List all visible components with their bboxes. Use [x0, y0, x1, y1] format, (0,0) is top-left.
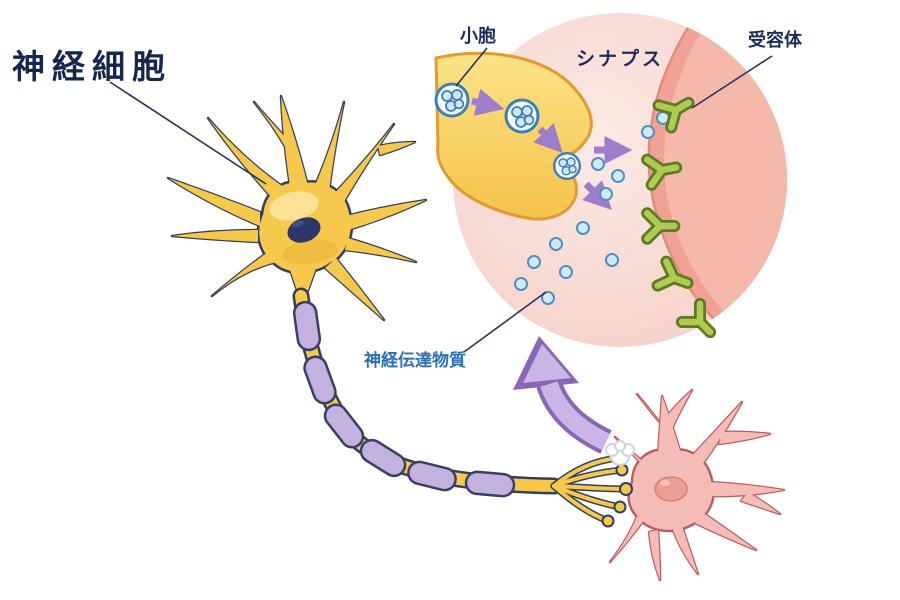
leader-lines: [109, 47, 773, 353]
axon-outline: [292, 287, 563, 495]
myelin-segment: [404, 458, 460, 494]
label-vesicle: 小胞: [460, 26, 496, 46]
myelin-segment: [291, 299, 323, 353]
transport-arrows: [471, 88, 633, 210]
myelin-segment: [319, 399, 369, 453]
transport-arrow: [582, 180, 612, 210]
leader-line-vesicle: [455, 47, 488, 87]
leader-line-receptor: [691, 55, 773, 109]
myelin-segment: [463, 469, 517, 499]
nucleus: [654, 476, 688, 502]
axon-core: [295, 290, 560, 492]
label-synapse: シナプス: [576, 49, 665, 70]
transport-arrow: [533, 123, 563, 154]
label-nerve-cell: 神経細胞: [12, 48, 172, 85]
axon: [291, 287, 563, 499]
myelin-sheath: [291, 299, 517, 499]
vesicle: [504, 98, 540, 134]
leader-line-cell: [109, 81, 267, 185]
transport-arrow: [471, 88, 505, 116]
synaptic-contact: [605, 440, 635, 466]
label-receptor: 受容体: [748, 30, 802, 50]
neurotransmitter-dots: [514, 111, 670, 305]
axon-terminals: [550, 440, 635, 528]
presynaptic-neuron: [166, 94, 428, 322]
cell-body-highlight: [269, 191, 319, 221]
zoom-arrow: [513, 336, 612, 454]
myelin-segment: [355, 434, 411, 482]
postsynaptic-neuron: [608, 388, 786, 582]
vesicle-fusing: [553, 151, 581, 181]
myelin-segment: [300, 352, 340, 408]
leader-line-neurotransmitter: [463, 291, 547, 353]
nucleus-highlight: [292, 220, 304, 228]
label-neurotransmitter: 神経伝達物質: [364, 351, 466, 370]
nucleus-highlight: [660, 480, 670, 486]
cell-body-shade: [282, 239, 338, 265]
vesicle: [434, 82, 470, 118]
